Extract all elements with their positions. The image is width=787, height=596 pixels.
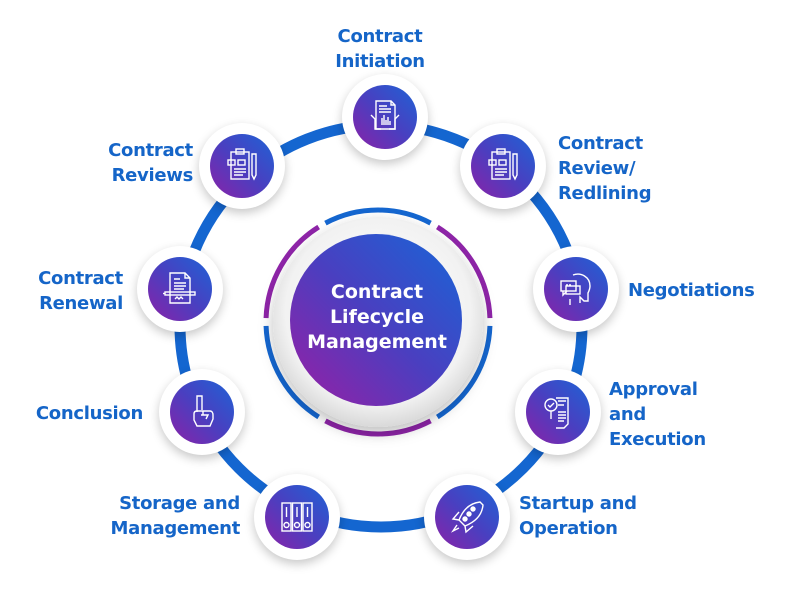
- label-startup-and-operation: Startup and Operation: [519, 491, 637, 541]
- center-title-line: Contract: [330, 281, 424, 303]
- document-chart-hands-icon: [370, 100, 400, 130]
- inner-arc-segment: [436, 325, 493, 420]
- inner-arc-segment: [263, 224, 320, 319]
- inner-arc-ring: [263, 207, 493, 437]
- raised-finger-hand-icon: [193, 395, 214, 427]
- label-line: Negotiations: [628, 280, 755, 301]
- label-line: Initiation: [335, 51, 425, 72]
- binders-icon: [281, 502, 313, 532]
- inner-arc-segment: [263, 325, 320, 420]
- label-contract-review-redlining: Contract Review/ Redlining: [558, 131, 652, 206]
- inner-arc-segment: [324, 207, 432, 226]
- label-line: Startup and: [519, 493, 637, 514]
- label-conclusion: Conclusion: [20, 401, 143, 426]
- label-contract-initiation: Contract Initiation: [310, 24, 450, 74]
- label-line: Contract: [558, 133, 643, 154]
- inner-arc-segment: [436, 224, 493, 319]
- label-contract-renewal: Contract Renewal: [20, 266, 123, 316]
- label-line: Redlining: [558, 183, 652, 204]
- center-title: Contract Lifecycle Management: [292, 280, 462, 355]
- label-line: Execution: [609, 429, 706, 450]
- rocket-icon: [450, 501, 484, 534]
- label-line: Contract: [108, 140, 193, 161]
- inner-arc-segment: [324, 418, 432, 437]
- center-disc: [290, 234, 462, 406]
- label-line: Approval: [609, 379, 698, 400]
- stage-node-negotiations[interactable]: [533, 246, 619, 332]
- label-line: Contract: [38, 268, 123, 289]
- label-line: Conclusion: [35, 403, 143, 424]
- magnifier-check-document-icon: [544, 397, 569, 429]
- signed-document-icon: [163, 272, 196, 304]
- label-approval-and-execution: Approval and Execution: [609, 377, 706, 452]
- center-title-line: Management: [307, 331, 447, 353]
- head-chat-bubbles-icon: [560, 273, 591, 305]
- stage-node-contract-renewal[interactable]: [137, 246, 223, 332]
- label-negotiations: Negotiations: [628, 278, 755, 303]
- label-line: Review/: [558, 158, 636, 179]
- label-storage-and-management: Storage and Management: [90, 491, 241, 541]
- label-line: Reviews: [111, 165, 194, 186]
- stage-node-contract-initiation[interactable]: [342, 74, 428, 160]
- label-line: Contract: [337, 26, 423, 47]
- label-line: and: [609, 404, 646, 425]
- label-contract-reviews: Contract Reviews: [80, 138, 193, 188]
- label-line: Storage and: [119, 493, 240, 514]
- clipboard-pen-icon: [488, 148, 518, 181]
- label-line: Operation: [519, 518, 618, 539]
- stage-node-contract-review-redlining[interactable]: [460, 123, 546, 209]
- label-line: Management: [110, 518, 241, 539]
- center-title-line: Lifecycle: [329, 306, 425, 328]
- stage-node-storage-and-management[interactable]: [254, 474, 340, 560]
- clipboard-pen-icon: [227, 148, 257, 181]
- stage-node-approval-and-execution[interactable]: [515, 369, 601, 455]
- stage-node-startup-and-operation[interactable]: [424, 474, 510, 560]
- label-line: Renewal: [39, 293, 123, 314]
- stage-node-conclusion[interactable]: [159, 369, 245, 455]
- stage-node-contract-reviews[interactable]: [199, 123, 285, 209]
